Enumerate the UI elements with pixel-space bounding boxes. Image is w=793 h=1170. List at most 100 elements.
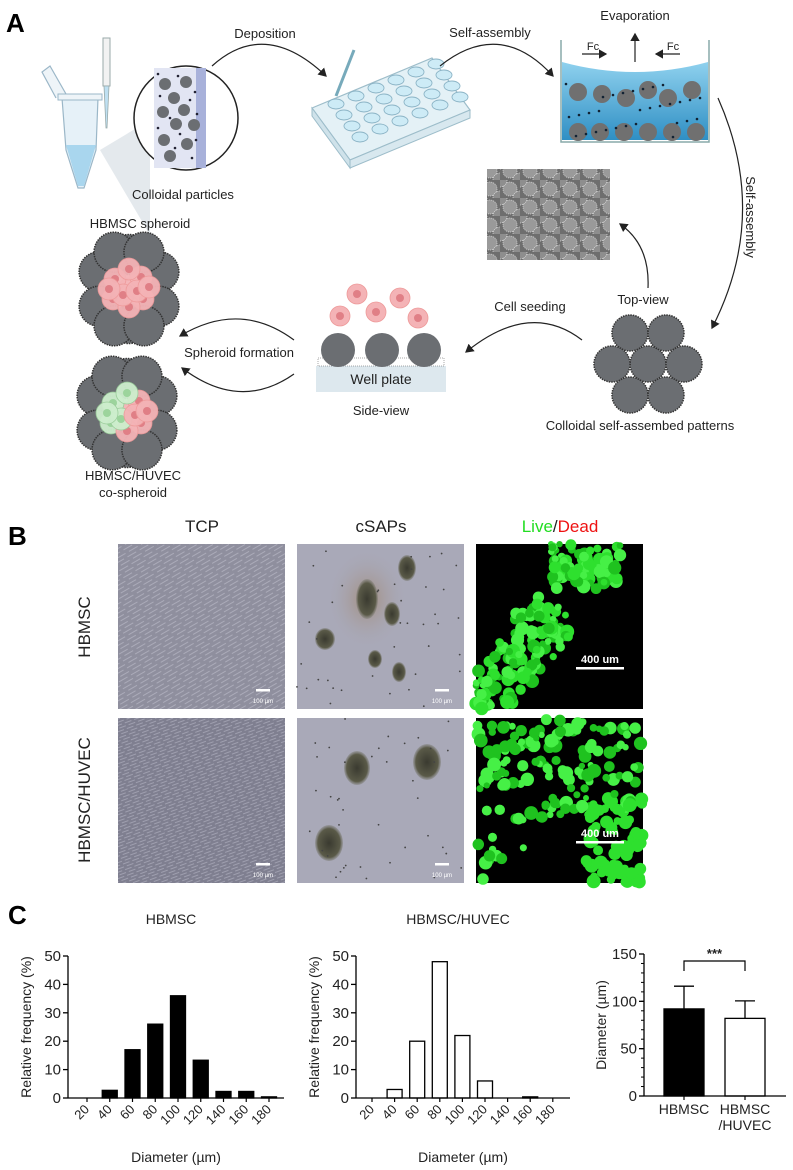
debris-dot — [422, 705, 425, 708]
live-cell — [539, 640, 546, 647]
nanoparticle-dot — [634, 122, 638, 126]
live-cell — [549, 615, 557, 623]
live-cell — [490, 654, 499, 663]
x-tick-label: HBMSC — [659, 1101, 710, 1117]
nanoparticle-dot — [594, 130, 598, 134]
scale-bar-label: 400 um — [581, 654, 619, 666]
well — [383, 104, 401, 116]
cell-nucleus — [372, 308, 380, 316]
live-cell — [496, 853, 508, 865]
live-cell — [507, 777, 519, 789]
significance-label: *** — [707, 946, 723, 961]
row-label-hbmsc-huvec: HBMSC/HUVEC — [75, 737, 94, 863]
debris-dot — [400, 599, 403, 602]
cell-nucleus — [105, 285, 113, 293]
colloid-particle — [593, 345, 631, 383]
micrograph-image — [118, 718, 285, 883]
histogram-bar — [409, 1040, 426, 1099]
well — [415, 77, 433, 89]
nanoparticle-dot — [577, 113, 581, 117]
column-title-tcp: TCP — [185, 517, 219, 536]
live-cell — [559, 557, 568, 566]
micrograph-tcp-1 — [118, 544, 285, 709]
y-tick-label: 50 — [620, 1041, 637, 1058]
live-cell — [634, 862, 647, 875]
debris-dot — [316, 755, 318, 758]
colloidal-pattern-icon — [593, 314, 703, 414]
debris-dot — [412, 779, 414, 782]
debris-dot — [417, 736, 420, 739]
live-cell — [565, 539, 577, 551]
histogram-bar — [238, 1090, 255, 1099]
live-cell — [586, 874, 601, 889]
deposition-label: Deposition — [234, 26, 295, 41]
debris-dot — [447, 720, 450, 723]
scale-bar — [256, 689, 270, 692]
self-assembly-top-label: Self-assembly — [449, 25, 531, 40]
y-tick-label: 20 — [44, 1033, 61, 1050]
well — [435, 69, 453, 81]
y-tick-label: 50 — [332, 948, 349, 965]
live-cell — [589, 724, 598, 732]
spheroid-formation-label: Spheroid formation — [184, 345, 294, 360]
debris-dot — [371, 675, 374, 677]
nanoparticle-dot — [601, 95, 605, 99]
well — [427, 58, 445, 70]
cell-nucleus — [117, 415, 125, 423]
live-cell — [579, 571, 588, 580]
live-cell — [621, 843, 635, 857]
debris-dot — [377, 747, 380, 750]
well — [347, 90, 365, 102]
colloid-particle — [615, 123, 633, 141]
live-cell — [552, 738, 559, 746]
nanoparticle-dot — [564, 82, 568, 86]
colloid-particle — [687, 123, 705, 141]
dead-label: Dead — [558, 517, 599, 536]
live-cell — [573, 791, 581, 799]
histogram-bar — [431, 961, 448, 1099]
histogram-bar — [215, 1090, 232, 1099]
debris-dot — [460, 867, 463, 869]
live-cell — [500, 695, 515, 709]
patterns-label: Colloidal self-assembed patterns — [546, 418, 735, 433]
live-cell — [555, 637, 564, 646]
cell-nucleus — [414, 314, 422, 322]
y-axis-label: Diameter (µm) — [593, 980, 609, 1070]
spheroid — [356, 579, 378, 619]
colloid-particle — [569, 123, 587, 141]
colloid-particle — [659, 89, 677, 107]
debris-dot — [376, 590, 379, 593]
colloid-particle — [647, 314, 685, 352]
live-cell — [543, 622, 555, 635]
live-cell — [600, 815, 614, 829]
nanoparticle-dot — [695, 117, 699, 121]
well — [423, 88, 441, 100]
debris-dot — [338, 797, 340, 800]
live-cell — [481, 675, 493, 688]
live-cell — [488, 681, 502, 695]
histogram-bar — [476, 1080, 494, 1099]
nanoparticle-dot — [671, 135, 675, 139]
debris-dot — [370, 755, 373, 758]
debris-dot — [300, 662, 303, 665]
live-cell — [520, 772, 535, 787]
live-cell — [611, 847, 618, 854]
well — [443, 80, 461, 92]
well — [363, 112, 381, 124]
co-spheroid-icon — [76, 355, 178, 471]
row-label-hbmsc: HBMSC — [75, 596, 94, 657]
x-tick-label: 60 — [117, 1102, 138, 1123]
live-cell — [483, 850, 496, 862]
live-cell — [586, 738, 597, 749]
well — [327, 98, 345, 110]
live-cell — [514, 628, 525, 639]
live-cell — [473, 733, 488, 748]
nanoparticle-dot — [698, 96, 702, 100]
live-cell — [587, 824, 600, 837]
live-cell — [497, 780, 508, 791]
debris-dot — [387, 735, 390, 738]
well — [395, 85, 413, 97]
debris-dot — [317, 678, 320, 681]
